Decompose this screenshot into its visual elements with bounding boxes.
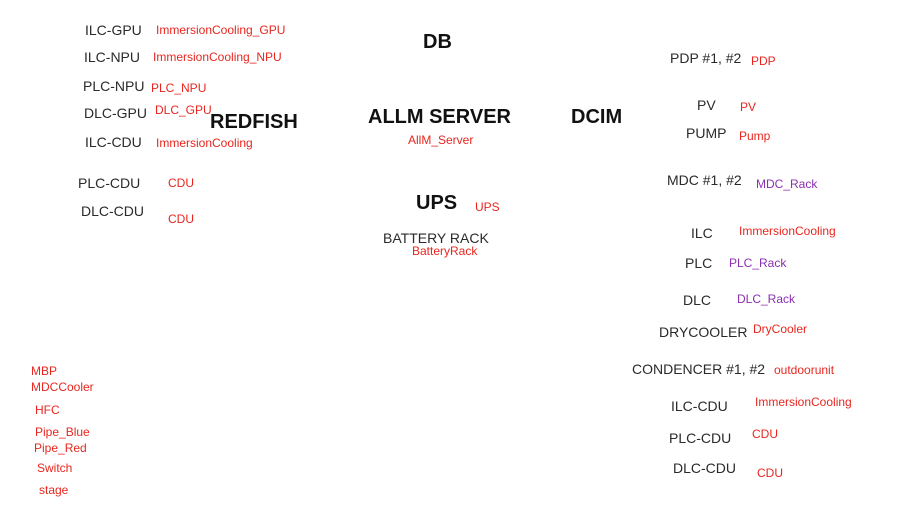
bottom-left-item: Pipe_Red (34, 441, 87, 455)
left-label: PLC-CDU (78, 175, 141, 191)
ups-tag: UPS (475, 200, 500, 214)
right-tag: ImmersionCooling (755, 395, 852, 409)
left-tag: DLC_GPU (155, 103, 212, 117)
right-label: PLC-CDU (669, 430, 732, 446)
battery-rack-tag: BatteryRack (412, 244, 478, 258)
server-tag: AllM_Server (408, 133, 474, 147)
bottom-left-item: stage (39, 483, 69, 497)
right-tag: Pump (739, 129, 771, 143)
ups-heading: UPS (416, 192, 458, 214)
left-tag: ImmersionCooling (156, 136, 253, 150)
dcim-heading: DCIM (571, 106, 623, 128)
bottom-left-item: HFC (35, 403, 60, 417)
right-tag: MDC_Rack (756, 177, 818, 191)
right-label: DLC (683, 292, 712, 308)
left-label: PLC-NPU (83, 78, 145, 94)
right-label: MDC #1, #2 (667, 172, 742, 188)
redfish-heading: REDFISH (210, 111, 298, 133)
db-heading: DB (423, 31, 452, 53)
right-tag: outdoorunit (774, 363, 835, 377)
left-label: ILC-CDU (85, 134, 142, 150)
right-label: PLC (685, 255, 713, 271)
right-tag: CDU (757, 466, 783, 480)
left-tag: PLC_NPU (151, 81, 207, 95)
right-label: PDP #1, #2 (670, 50, 742, 66)
right-tag: ImmersionCooling (739, 224, 836, 238)
bottom-left-item: Switch (37, 461, 73, 475)
right-tag: CDU (752, 427, 778, 441)
left-label: DLC-GPU (84, 105, 148, 121)
right-label: DLC-CDU (673, 460, 736, 476)
right-label: DRYCOOLER (659, 324, 748, 340)
right-label: PUMP (686, 125, 727, 141)
battery-rack-label: BATTERY RACK (383, 230, 489, 246)
left-label: ILC-NPU (84, 49, 141, 65)
right-label: PV (697, 97, 716, 113)
right-tag: DLC_Rack (737, 292, 796, 306)
allm-server-heading: ALLM SERVER (368, 106, 511, 128)
left-tag: CDU (168, 212, 194, 226)
right-label: ILC (691, 225, 713, 241)
bottom-left-item: Pipe_Blue (35, 425, 90, 439)
bottom-left-item: MDCCooler (31, 380, 94, 394)
right-tag: PLC_Rack (729, 256, 787, 270)
right-tag: PDP (751, 54, 776, 68)
right-tag: DryCooler (753, 322, 808, 336)
right-tag: PV (740, 100, 757, 114)
left-tag: CDU (168, 176, 194, 190)
left-label: ILC-GPU (85, 22, 142, 38)
bottom-left-item: MBP (31, 364, 58, 378)
right-label: CONDENCER #1, #2 (632, 361, 766, 377)
left-label: DLC-CDU (81, 203, 144, 219)
right-label: ILC-CDU (671, 398, 728, 414)
left-tag: ImmersionCooling_GPU (156, 23, 286, 37)
left-tag: ImmersionCooling_NPU (153, 50, 282, 64)
